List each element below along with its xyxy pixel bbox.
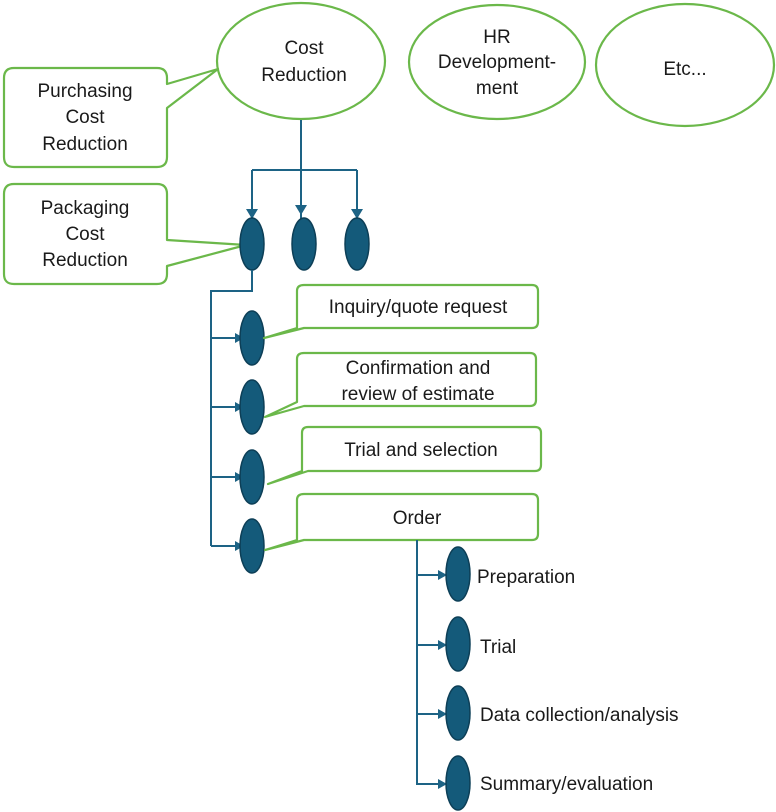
substep-summary-label: Summary/evaluation: [480, 774, 653, 795]
node-trial[interactable]: [445, 616, 471, 672]
step-inquiry-quote-request[interactable]: Inquiry/quote request: [262, 283, 540, 340]
step-inquiry-label: Inquiry/quote request: [329, 297, 508, 318]
substep-data-collection-label: Data collection/analysis: [480, 705, 679, 726]
goal-hr-development-line2: Development-: [438, 52, 556, 73]
callout-packaging-cost-reduction[interactable]: Packaging Cost Reduction: [2, 182, 248, 286]
substep-preparation-label: Preparation: [477, 567, 575, 588]
cost-reduction-branch-connectors: [246, 120, 363, 224]
step-order-label: Order: [393, 508, 442, 529]
goal-hr-development[interactable]: HR Development- ment: [407, 3, 587, 121]
steps-connector: [210, 270, 253, 551]
step-confirmation-line2: review of estimate: [341, 384, 494, 405]
callout-purchasing-line3: Reduction: [42, 134, 128, 155]
goal-hr-development-line3: ment: [476, 78, 519, 99]
goal-cost-reduction-line2: Reduction: [261, 65, 347, 86]
node-inquiry[interactable]: [239, 310, 265, 366]
goal-etc-label: Etc...: [663, 59, 706, 80]
step-order[interactable]: Order: [263, 492, 540, 552]
substep-trial-label: Trial: [480, 637, 516, 658]
callout-purchasing-line1: Purchasing: [37, 81, 132, 102]
node-data-collection[interactable]: [445, 685, 471, 741]
node-packaging[interactable]: [239, 217, 265, 271]
step-confirmation-review[interactable]: Confirmation and review of estimate: [263, 351, 538, 419]
goal-etc[interactable]: Etc...: [594, 2, 776, 128]
goal-hr-development-line1: HR: [483, 27, 510, 48]
step-trial-and-selection[interactable]: Trial and selection: [266, 425, 543, 486]
node-order[interactable]: [239, 518, 265, 574]
callout-packaging-line1: Packaging: [41, 198, 130, 219]
step-confirmation-line1: Confirmation and: [346, 358, 491, 379]
node-branch-3[interactable]: [344, 217, 370, 271]
node-summary[interactable]: [445, 755, 471, 811]
callout-packaging-line3: Reduction: [42, 250, 128, 271]
goal-cost-reduction[interactable]: Cost Reduction: [215, 1, 387, 121]
node-preparation[interactable]: [445, 546, 471, 602]
step-trial-selection-label: Trial and selection: [344, 440, 497, 461]
node-confirmation[interactable]: [239, 379, 265, 435]
node-trial-selection[interactable]: [239, 449, 265, 505]
callout-packaging-line2: Cost: [65, 224, 105, 245]
order-substeps-connector: [416, 540, 447, 789]
goal-cost-reduction-line1: Cost: [284, 38, 324, 59]
node-branch-2[interactable]: [291, 217, 317, 271]
callout-purchasing-line2: Cost: [65, 107, 105, 128]
callout-purchasing-cost-reduction[interactable]: Purchasing Cost Reduction: [2, 66, 220, 169]
